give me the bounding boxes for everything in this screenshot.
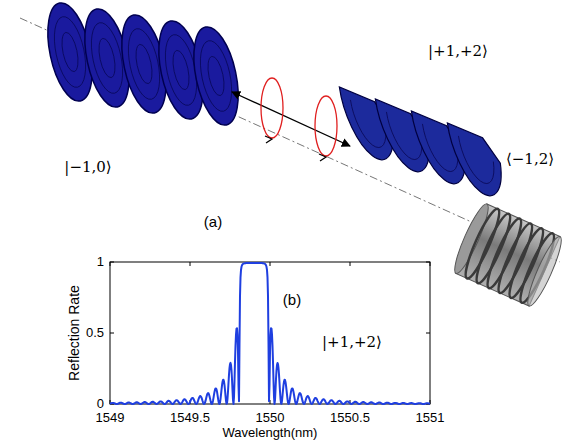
disc-mesh <box>123 26 165 102</box>
disc-mesh <box>86 20 128 96</box>
x-tick-label: 1549 <box>96 411 125 426</box>
panel-label: (b) <box>283 291 301 308</box>
disc-mesh <box>133 43 155 85</box>
state-label: ⟨−1,2⟩ <box>506 151 554 168</box>
x-tick-label: 1550 <box>256 411 285 426</box>
x-axis-title: Wavelength(nm) <box>223 426 318 441</box>
state-label: |+1,+2⟩ <box>322 334 382 351</box>
grating-ridge <box>482 216 526 291</box>
wavefront-disc <box>186 23 246 129</box>
reflection-plot <box>110 262 430 404</box>
cylinder-end <box>450 201 494 276</box>
disc-mesh <box>195 38 237 114</box>
grating-ridge <box>461 206 505 281</box>
rotation-arrowhead <box>265 136 272 143</box>
cup-mesh <box>457 128 500 188</box>
grating-cylinder <box>450 201 565 309</box>
plane-wavefronts <box>40 0 246 129</box>
disc-mesh <box>49 14 91 90</box>
panel-label: (a) <box>204 213 222 230</box>
disc-mesh <box>170 49 192 91</box>
grating-ridge <box>472 211 516 286</box>
disc-mesh <box>59 31 81 73</box>
grating-ridge <box>493 221 537 296</box>
rotation-arrowhead <box>319 154 326 161</box>
state-label: |−1,0⟩ <box>64 159 111 176</box>
disc-mesh <box>205 55 227 97</box>
y-axis-title: Reflection Rate <box>66 285 82 381</box>
reflection-curve <box>110 263 430 404</box>
plot-frame <box>110 262 430 404</box>
y-tick-label: 1 <box>97 255 104 270</box>
state-label: |+1,+2⟩ <box>428 43 488 60</box>
cup-surface <box>445 111 510 203</box>
y-tick-label: 0 <box>97 397 104 412</box>
helix-cup <box>445 111 510 203</box>
cylinder-end <box>523 234 565 309</box>
helical-wavefront <box>337 75 510 203</box>
x-tick-label: 1551 <box>416 411 445 426</box>
x-tick-label: 1550.5 <box>330 411 370 426</box>
axis-ticks <box>110 262 430 404</box>
polarization-circle <box>261 78 283 138</box>
disc <box>186 23 246 129</box>
x-tick-label: 1549.5 <box>170 411 210 426</box>
disc-mesh <box>96 37 118 79</box>
y-tick-label: 0.5 <box>86 326 104 341</box>
polarization-circle <box>315 96 337 156</box>
